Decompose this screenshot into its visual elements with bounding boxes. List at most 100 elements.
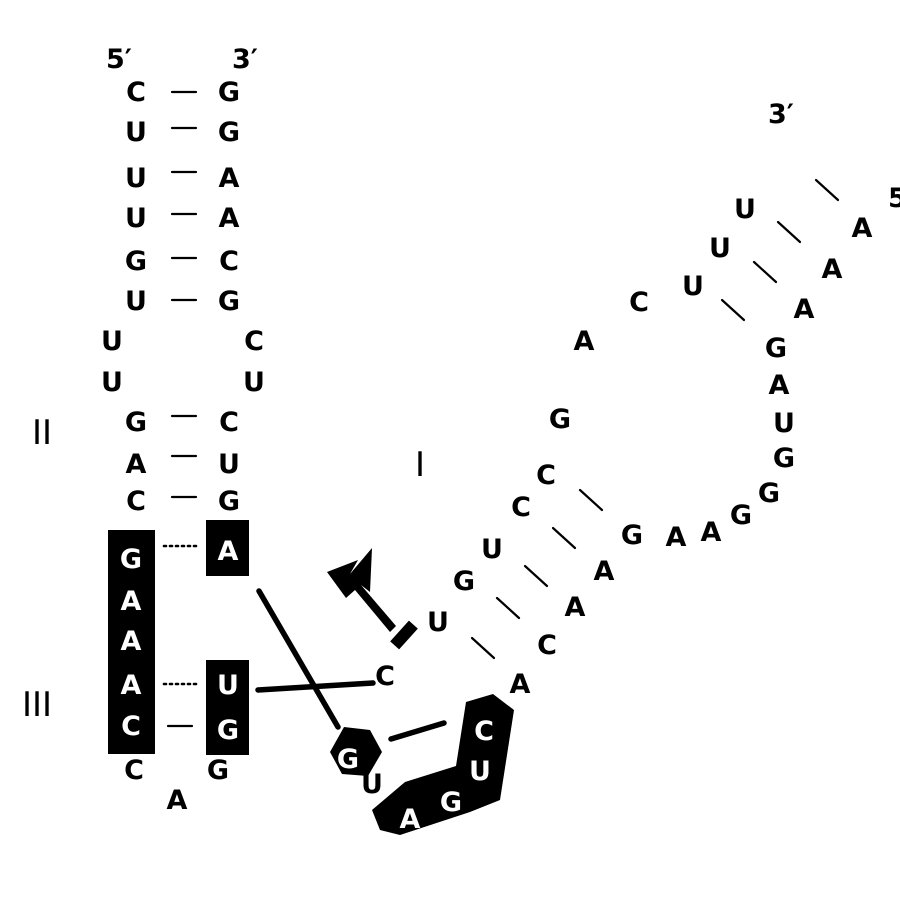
nucleotide: A [121, 670, 142, 701]
nucleotide: U [101, 367, 123, 398]
nucleotide: C [121, 711, 141, 742]
nucleotide: C [219, 407, 239, 438]
stem-ii-5prime-strand: C U U U G U U U G A C [101, 77, 147, 517]
base-pair-line [551, 526, 577, 550]
nucleotide: G [453, 566, 475, 597]
tertiary-interaction-line [255, 680, 376, 693]
nucleotide: C [124, 755, 144, 786]
nucleotide: G [120, 544, 142, 575]
right-5prime-label: 5′ [888, 183, 900, 214]
nucleotide: G [773, 443, 795, 474]
nucleotide: A [794, 294, 815, 325]
nucleotide: A [574, 326, 595, 357]
nucleotide: C [536, 460, 556, 491]
nucleotide: G [207, 755, 229, 786]
core-a-block [206, 520, 249, 576]
conserved-core-nucleotides: G A A A C [120, 544, 142, 742]
nucleotide: C [474, 716, 494, 747]
nucleotide: U [243, 367, 265, 398]
nucleotide: U [481, 534, 503, 565]
tertiary-interaction-line [388, 720, 447, 742]
nucleotide: A [565, 592, 586, 623]
core-ug-block [206, 660, 249, 755]
cleavage-arrow-icon [327, 548, 396, 632]
nucleotide: U [469, 756, 491, 787]
nucleotide: U [709, 233, 731, 264]
nucleotide: G [218, 117, 240, 148]
nucleotide: G [621, 520, 643, 551]
nucleotide: G [125, 407, 147, 438]
nucleotide: G [218, 77, 240, 108]
stem-iii-label: III [22, 685, 52, 725]
base-pair-line [814, 178, 840, 202]
nucleotide: G [217, 715, 239, 746]
nucleotide: C [126, 486, 146, 517]
nucleotide: A [701, 517, 722, 548]
nucleotide: U [125, 117, 147, 148]
base-pair-line [495, 596, 521, 620]
nucleotide: A [822, 254, 843, 285]
left-5prime-label: 5′ [106, 44, 132, 75]
nucleotide: U [218, 449, 240, 480]
nucleotide: A [126, 449, 147, 480]
cuga-block [372, 694, 514, 835]
nucleotide: C [537, 630, 557, 661]
nucleotide: G [730, 500, 752, 531]
base-pair-line [523, 564, 549, 588]
left-3prime-label: 3′ [232, 44, 258, 75]
conserved-core-block [108, 530, 155, 754]
nucleotide: U [101, 326, 123, 357]
nucleotide: A [594, 556, 615, 587]
nucleotide: A [219, 163, 240, 194]
nucleotide: G [125, 246, 147, 277]
base-pair-line [776, 220, 802, 244]
stem-i-label: I [415, 445, 425, 485]
nucleotide: G [765, 333, 787, 364]
nucleotide: C [244, 326, 264, 357]
nucleotide: G [218, 286, 240, 317]
nucleotide: A [121, 586, 142, 617]
stem-ii-3prime-strand: G G A A C G C U C U G [218, 77, 265, 517]
right-3prime-label: 3′ [768, 99, 794, 130]
stem-ii-label: II [32, 413, 52, 453]
nucleotide: G [337, 744, 359, 775]
nucleotide: C [219, 246, 239, 277]
stem-ii-base-pairs [170, 90, 198, 499]
guv-g-block [330, 727, 382, 776]
nucleotide: U [361, 769, 383, 800]
nucleotide: A [167, 785, 188, 816]
cleavage-bond-mark [390, 620, 418, 650]
tertiary-interaction-line [256, 588, 341, 730]
nucleotide: A [510, 669, 531, 700]
stem-i-base-pairs [470, 178, 840, 660]
nucleotide: G [218, 486, 240, 517]
nucleotide: A [218, 536, 239, 567]
stem-i-right-strand: A C A A G A A G G G U A G A A A [510, 213, 873, 700]
nucleotide: U [682, 271, 704, 302]
nucleotide: U [734, 194, 756, 225]
nucleotide: U [427, 607, 449, 638]
nucleotide: A [666, 522, 687, 553]
nucleotide: U [125, 163, 147, 194]
nucleotide: A [219, 203, 240, 234]
cleavage-site-c: C [375, 661, 395, 692]
loop-iii: C A G [124, 755, 229, 816]
nucleotide: U [217, 670, 239, 701]
nucleotide: A [852, 213, 873, 244]
nucleotide: U [125, 286, 147, 317]
nucleotide: C [126, 77, 146, 108]
nucleotide: A [769, 370, 790, 401]
nucleotide: G [758, 478, 780, 509]
nucleotide: C [511, 492, 531, 523]
nucleotide: U [125, 203, 147, 234]
nucleotide: G [549, 404, 571, 435]
nucleotide: G [440, 787, 462, 818]
stem-i-left-strand: U G U C C G A C U U U [427, 194, 756, 638]
base-pair-line [578, 488, 604, 512]
base-pair-line [720, 298, 746, 322]
nucleotide: A [121, 626, 142, 657]
base-pair-line [752, 260, 778, 284]
nucleotide: U [773, 408, 795, 439]
nucleotide: A [400, 804, 421, 835]
